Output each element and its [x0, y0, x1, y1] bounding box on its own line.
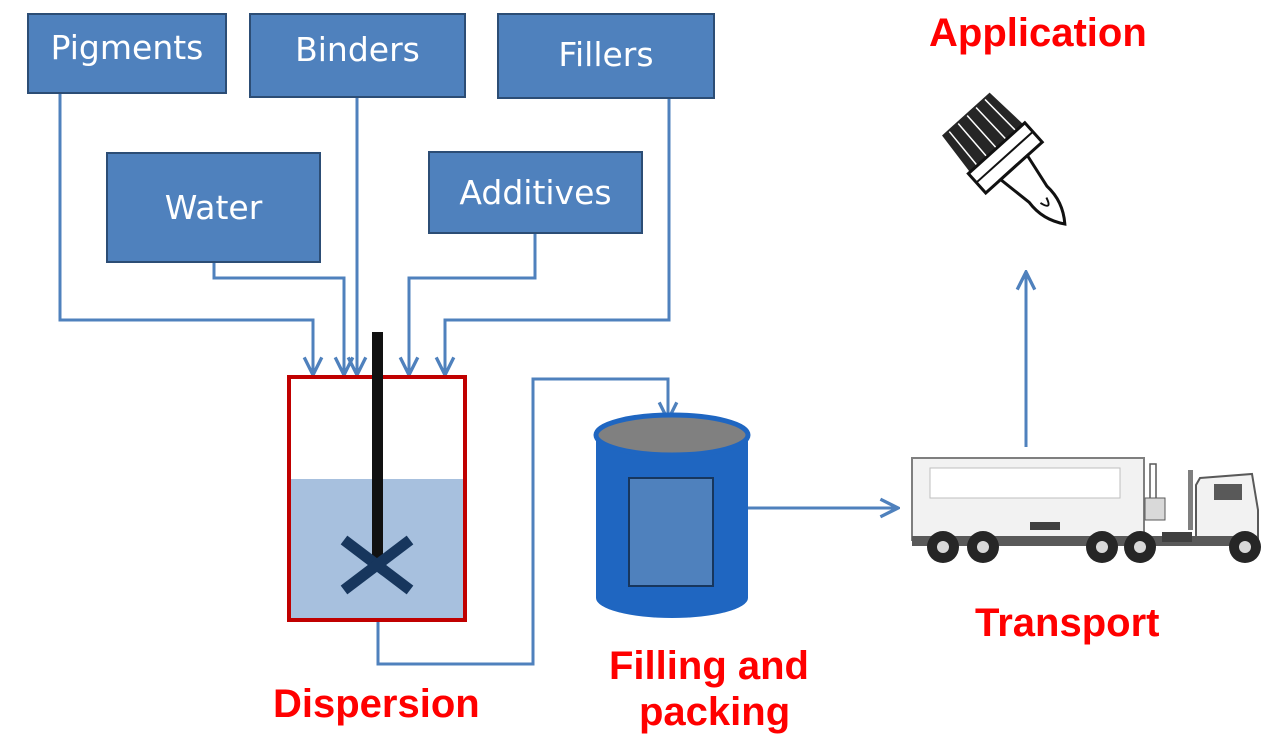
fillers-connector — [445, 99, 671, 375]
application-label: Application — [929, 11, 1147, 55]
paintbrush-icon — [942, 92, 1067, 226]
additives-label: Additives — [459, 173, 612, 212]
pigments-label: Pigments — [50, 28, 204, 67]
binders-box: Binders — [249, 13, 466, 98]
pigments-box: Pigments — [27, 13, 227, 94]
tank-to-drum-connector — [376, 377, 668, 666]
additives-box: Additives — [428, 151, 643, 234]
pigments-connector — [58, 94, 313, 375]
additives-connector — [409, 234, 537, 375]
water-label: Water — [164, 188, 263, 227]
binders-label: Binders — [295, 30, 420, 69]
water-connector — [212, 263, 344, 375]
dispersion-label: Dispersion — [273, 682, 480, 726]
filling-and-packing-label: Filling and packing — [609, 643, 809, 735]
fillers-box: Fillers — [497, 13, 715, 99]
truck-icon — [911, 457, 1261, 563]
water-box: Water — [106, 152, 321, 263]
drum-icon — [593, 412, 751, 618]
mixing-tank-icon — [287, 332, 467, 622]
fillers-label: Fillers — [558, 34, 654, 74]
filling-label-line2: packing — [639, 690, 791, 734]
filling-label-line1: Filling and — [609, 644, 809, 688]
transport-label: Transport — [975, 601, 1160, 645]
